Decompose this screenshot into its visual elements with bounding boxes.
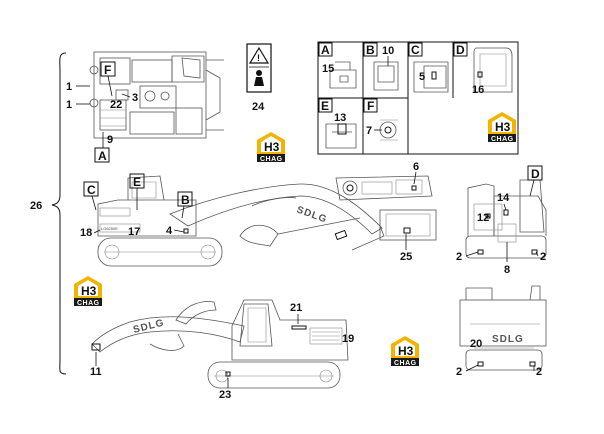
- excavator-top-view: [89, 51, 224, 139]
- callout-4: 4: [166, 225, 173, 237]
- h3-logo-3: H3 CHAG: [74, 276, 102, 307]
- rear-view-upper: [465, 179, 547, 259]
- callout-18: 18: [80, 227, 92, 239]
- callout-11: 11: [90, 366, 102, 378]
- callout-15: 15: [322, 63, 334, 75]
- letter-F-cell: F: [367, 99, 374, 113]
- callout-20: 20: [470, 338, 482, 350]
- callout-14: 14: [497, 192, 510, 204]
- control-box: 25: [379, 209, 437, 263]
- callout-10: 10: [382, 45, 394, 57]
- h3-logo-4: H3 CHAG: [391, 336, 419, 367]
- callouts-rear-view-upper: D 14 12 8 2 2: [456, 165, 546, 276]
- callout-21: 21: [290, 302, 302, 314]
- callouts-side-view-left: C E B 18 17 4: [80, 173, 193, 239]
- letter-D-cell: D: [456, 43, 465, 57]
- callout-1b: 1: [66, 99, 72, 111]
- rear-view-lower: SDLG: [459, 285, 547, 371]
- svg-text:CHAG: CHAG: [491, 136, 514, 143]
- group-brace: 26: [30, 52, 67, 375]
- warning-decal: ! 24: [246, 43, 272, 113]
- svg-text:CHAG: CHAG: [260, 156, 283, 163]
- callout-24: 24: [252, 101, 265, 113]
- callout-5: 5: [419, 71, 425, 83]
- operator-seat-icon: [254, 70, 264, 86]
- svg-text:CHAG: CHAG: [77, 300, 100, 307]
- callout-1a: 1: [66, 81, 72, 93]
- callout-17: 17: [128, 226, 140, 238]
- svg-text:H3: H3: [495, 120, 511, 134]
- callout-13: 13: [334, 112, 346, 124]
- callout-16: 16: [472, 84, 484, 96]
- callout-8: 8: [504, 264, 510, 276]
- callout-9: 9: [107, 134, 113, 146]
- callout-2b: 2: [540, 251, 546, 263]
- svg-text:H3: H3: [81, 284, 97, 298]
- callout-6: 6: [413, 161, 419, 173]
- letter-A-cell: A: [321, 43, 330, 57]
- letter-E-cell: E: [321, 99, 329, 113]
- letter-B-side: B: [181, 193, 190, 207]
- callout-25: 25: [400, 251, 412, 263]
- callout-2d: 2: [536, 366, 542, 378]
- svg-text:CHAG: CHAG: [394, 360, 417, 367]
- letter-C-cell: C: [411, 43, 420, 57]
- detail-grid: A 15 B 10 C 5 D 16 E 13 F 7: [317, 41, 519, 155]
- callout-2c: 2: [456, 366, 462, 378]
- monitor-panel: 6: [335, 161, 433, 201]
- callout-19: 19: [342, 333, 354, 345]
- letter-A-top: A: [98, 149, 107, 163]
- svg-text:SDLG: SDLG: [492, 334, 524, 345]
- callout-26: 26: [30, 200, 42, 212]
- callouts-side-view-right: 21 19 11 23: [90, 302, 354, 401]
- callout-2a: 2: [456, 251, 462, 263]
- letter-F-top: F: [104, 63, 111, 77]
- callout-7: 7: [366, 125, 372, 137]
- letter-C-side: C: [87, 183, 96, 197]
- letter-E-side: E: [133, 175, 141, 189]
- letter-B-cell: B: [366, 43, 375, 57]
- callouts-rear-view-lower: 20 2 2: [456, 338, 542, 378]
- callout-3: 3: [132, 92, 138, 104]
- warning-triangle-icon: [248, 46, 270, 64]
- callouts-top-view: 1 1 F 3 22 9 A: [66, 61, 138, 163]
- svg-text:!: !: [257, 53, 260, 63]
- excavator-side-view-left: LG6250E SDLG: [97, 175, 385, 267]
- svg-text:SDLG: SDLG: [295, 204, 329, 225]
- excavator-side-view-right: SDLG: [91, 299, 349, 389]
- callout-23: 23: [219, 389, 231, 401]
- svg-text:LG6250E: LG6250E: [101, 226, 118, 231]
- callout-22: 22: [110, 99, 122, 111]
- h3-logo-2: H3 CHAG: [488, 112, 516, 143]
- svg-text:H3: H3: [264, 140, 280, 154]
- h3-logo-1: H3 CHAG: [257, 132, 285, 163]
- callout-12: 12: [477, 212, 489, 224]
- svg-text:H3: H3: [398, 344, 414, 358]
- letter-D-rear: D: [531, 167, 540, 181]
